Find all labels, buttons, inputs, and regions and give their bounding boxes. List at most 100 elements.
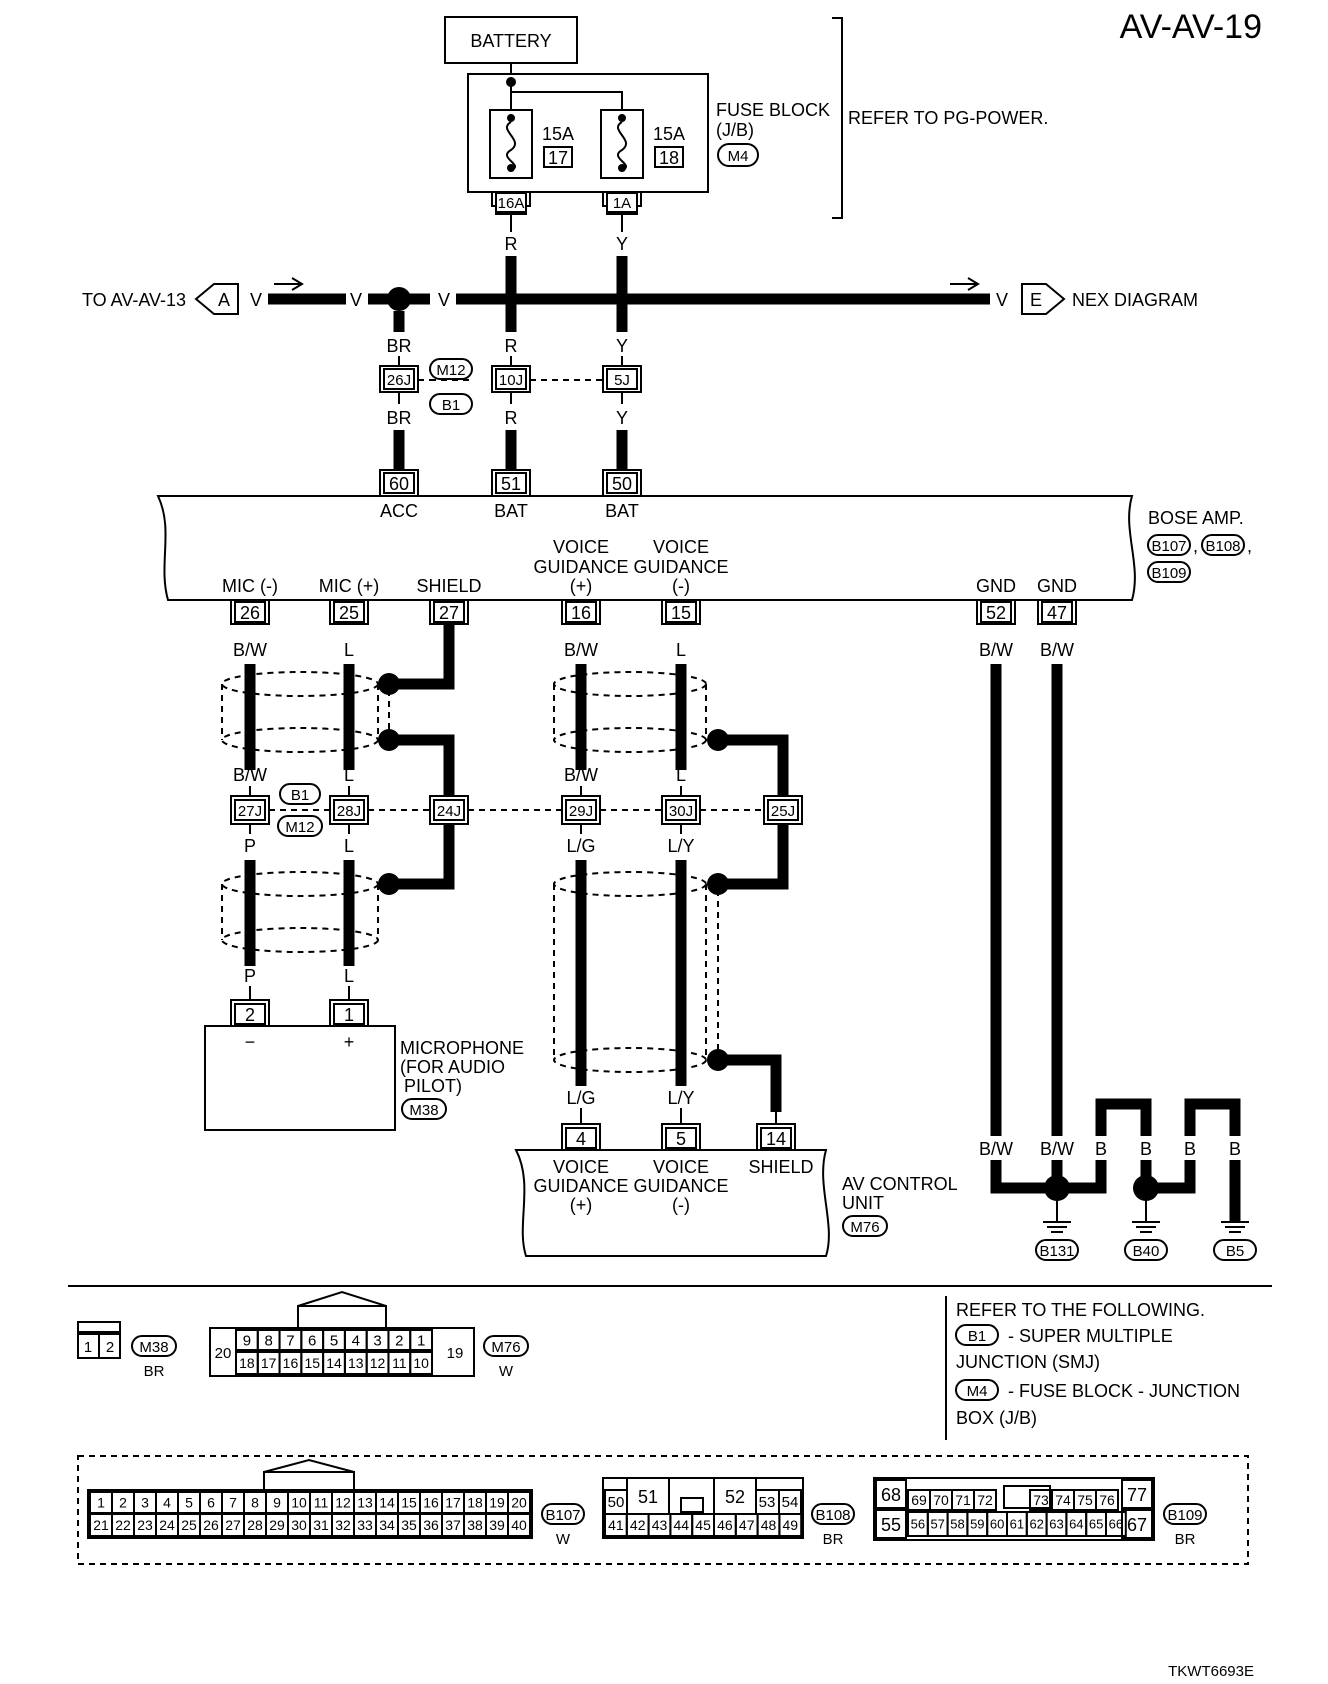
bus-v-1: V bbox=[250, 290, 262, 310]
bus-v-3: V bbox=[438, 290, 450, 310]
bose-pin-51: 51 BAT bbox=[491, 469, 531, 521]
junction2-conn-b1: B1 bbox=[291, 787, 309, 804]
pin-number: 1 bbox=[97, 1495, 105, 1511]
pin-number: 30 bbox=[291, 1517, 307, 1533]
svg-text:27: 27 bbox=[439, 603, 459, 623]
pin-cell bbox=[1095, 1489, 1119, 1511]
svg-text:BAT: BAT bbox=[605, 501, 639, 521]
pin-number: 6 bbox=[308, 1332, 316, 1349]
flow-arrow-right bbox=[950, 277, 980, 291]
svg-text:53: 53 bbox=[759, 1494, 776, 1511]
pin-number: 58 bbox=[950, 1517, 964, 1532]
pin-number: 8 bbox=[251, 1495, 259, 1511]
pin-number: 66 bbox=[1109, 1517, 1123, 1532]
mic-pin-1: 1 bbox=[329, 999, 369, 1027]
fuse-block-box bbox=[467, 73, 709, 193]
bose-conn-b108: B108 bbox=[1205, 538, 1240, 555]
pin-number: 38 bbox=[467, 1517, 483, 1533]
svg-text:(FOR AUDIO: (FOR AUDIO bbox=[400, 1057, 505, 1077]
svg-text:B/W: B/W bbox=[233, 640, 267, 660]
bose-pin-60: 60 ACC bbox=[379, 469, 419, 521]
pin-number: 12 bbox=[370, 1355, 386, 1371]
bose-label-shield: SHIELD bbox=[416, 576, 481, 596]
wire-color-y-top: Y bbox=[616, 234, 628, 254]
svg-text:25J: 25J bbox=[771, 803, 795, 820]
bus-v-2: V bbox=[350, 290, 362, 310]
legend-conn-b1: B1 bbox=[968, 1328, 986, 1345]
legend-conn-m4: M4 bbox=[967, 1383, 988, 1400]
ground-symbol-b40: B40 bbox=[1124, 1200, 1168, 1261]
fuse-17-number: 17 bbox=[548, 148, 568, 168]
pin-number: 14 bbox=[326, 1355, 342, 1371]
svg-text:B/W: B/W bbox=[564, 765, 598, 785]
svg-text:P: P bbox=[244, 966, 256, 986]
bose-pin-47: 47 bbox=[1037, 599, 1077, 625]
svg-text:2: 2 bbox=[106, 1339, 114, 1356]
svg-text:BR: BR bbox=[386, 408, 411, 428]
pin-number: 70 bbox=[933, 1492, 949, 1508]
junction-26j: 26J bbox=[379, 365, 419, 393]
junction-25j: 25J bbox=[763, 795, 803, 825]
svg-text:16: 16 bbox=[571, 603, 591, 623]
svg-text:,: , bbox=[1193, 536, 1198, 556]
svg-text:ACC: ACC bbox=[380, 501, 418, 521]
fuse-17-rating: 15A bbox=[542, 124, 574, 144]
pin-number: 21 bbox=[93, 1517, 109, 1533]
pin-number: 18 bbox=[239, 1355, 255, 1371]
junction-29j: 29J bbox=[561, 795, 601, 825]
svg-text:50: 50 bbox=[612, 474, 632, 494]
svg-text:(+): (+) bbox=[570, 1195, 593, 1215]
pin-number: 8 bbox=[264, 1332, 272, 1349]
pin-number: 15 bbox=[304, 1355, 320, 1371]
mic-minus-sign: − bbox=[245, 1032, 256, 1052]
av-control-unit-conn: M76 bbox=[850, 1219, 879, 1236]
fuse-17-symbol bbox=[506, 121, 516, 171]
junction2-conn-m12: M12 bbox=[285, 819, 314, 836]
svg-text:BR: BR bbox=[1175, 1531, 1196, 1548]
svg-text:M76: M76 bbox=[491, 1339, 520, 1356]
svg-text:VOICE: VOICE bbox=[553, 1157, 609, 1177]
pin-number: 34 bbox=[379, 1517, 395, 1533]
pin-number: 65 bbox=[1089, 1517, 1103, 1532]
svg-text:30J: 30J bbox=[669, 803, 693, 820]
pin-number: 12 bbox=[335, 1495, 351, 1511]
ground-symbol-b131: B131 bbox=[1035, 1200, 1079, 1261]
pin-number: 18 bbox=[467, 1495, 483, 1511]
pin-number: 26 bbox=[203, 1517, 219, 1533]
pin-number: 9 bbox=[273, 1495, 281, 1511]
svg-text:67: 67 bbox=[1127, 1515, 1147, 1535]
svg-text:(-): (-) bbox=[672, 576, 690, 596]
fuse-18-symbol bbox=[617, 121, 627, 171]
svg-text:B/W: B/W bbox=[979, 1139, 1013, 1159]
svg-text:BR: BR bbox=[823, 1531, 844, 1548]
svg-text:4: 4 bbox=[576, 1129, 586, 1149]
bose-conn-b109: B109 bbox=[1151, 565, 1186, 582]
junction-30j: 30J bbox=[661, 795, 701, 825]
svg-text:5J: 5J bbox=[614, 372, 630, 389]
bose-connectors-frame bbox=[77, 1455, 1249, 1565]
pin-number: 5 bbox=[185, 1495, 193, 1511]
svg-text:29J: 29J bbox=[569, 803, 593, 820]
pin-number: 71 bbox=[955, 1492, 971, 1508]
svg-text:GUIDANCE: GUIDANCE bbox=[533, 1176, 628, 1196]
pin-number: 3 bbox=[373, 1332, 381, 1349]
svg-text:B/W: B/W bbox=[1040, 1139, 1074, 1159]
svg-text:W: W bbox=[499, 1363, 514, 1380]
pin-number: 10 bbox=[413, 1355, 429, 1371]
pin-number: 72 bbox=[977, 1492, 993, 1508]
svg-text:Y: Y bbox=[616, 336, 628, 356]
pin-number: 16 bbox=[423, 1495, 439, 1511]
svg-text:M38: M38 bbox=[139, 1339, 168, 1356]
svg-text:L: L bbox=[344, 640, 354, 660]
svg-text:Y: Y bbox=[616, 408, 628, 428]
junction-5j: 5J bbox=[602, 365, 642, 393]
svg-text:25: 25 bbox=[339, 603, 359, 623]
bus-right-marker bbox=[1021, 283, 1066, 315]
svg-text:VOICE: VOICE bbox=[653, 537, 709, 557]
pin-number: 35 bbox=[401, 1517, 417, 1533]
bose-pin-26: 26 bbox=[230, 599, 270, 625]
